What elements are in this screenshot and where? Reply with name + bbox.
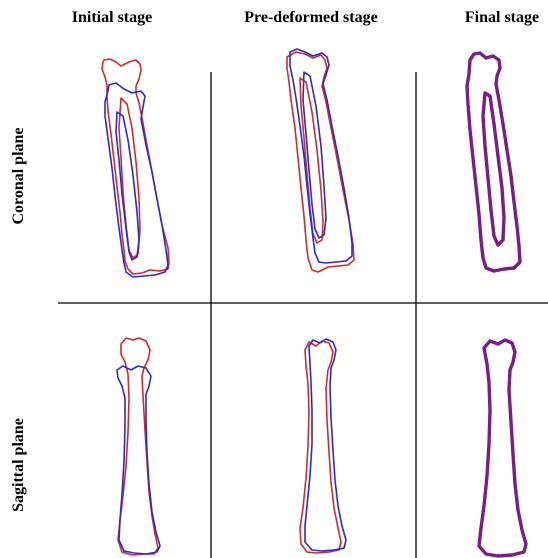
coronal-predeformed-red-outline [287,52,354,272]
coronal-initial-blue-outline [105,83,168,277]
sagittal-initial-bones [117,338,160,555]
sagittal-predeformed-blue-outline [305,339,346,551]
coronal-initial-bones [102,59,169,277]
sagittal-final-outline [479,340,526,556]
coronal-predeformed-bones [287,49,354,272]
coronal-final-bone [467,53,520,271]
sagittal-predeformed-bones [300,339,346,553]
sagittal-final-bone [479,340,526,556]
